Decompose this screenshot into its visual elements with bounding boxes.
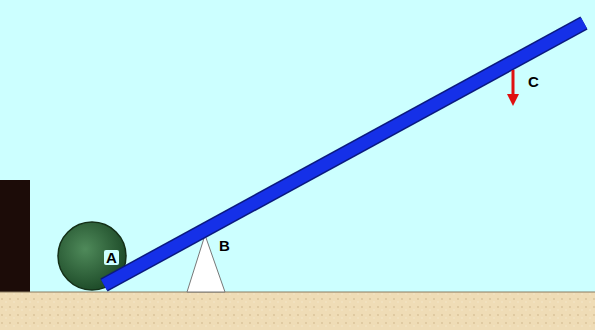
point-label: A (104, 250, 119, 265)
lever-beam (104, 23, 584, 285)
point-label: B (219, 238, 230, 253)
beam-outline (104, 23, 584, 285)
dark-patch (0, 180, 30, 292)
force-arrow (512, 70, 515, 100)
ground (0, 292, 595, 330)
ground-line (0, 292, 595, 293)
point-label: C (528, 74, 539, 89)
